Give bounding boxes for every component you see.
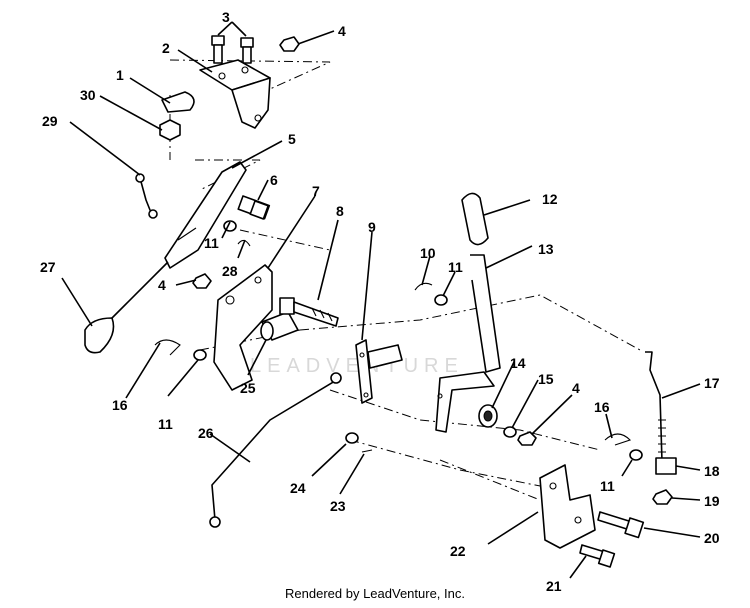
control-lever-part (435, 254, 501, 433)
nut-part (192, 273, 212, 289)
callout-20: 20 (704, 530, 720, 546)
callout-21: 21 (546, 578, 562, 594)
link-rod-part (645, 351, 666, 463)
callout-7: 7 (312, 183, 320, 199)
assembly-lines (169, 59, 641, 501)
swivel-part (655, 457, 677, 475)
callout-1: 1 (116, 67, 124, 83)
lower-bracket-part (539, 464, 596, 549)
callout-14: 14 (510, 355, 526, 371)
hairpin-part (154, 339, 181, 356)
callout-30: 30 (80, 87, 96, 103)
callout-11: 11 (204, 235, 219, 251)
callout-26: 26 (198, 425, 214, 441)
hex-bolt-part (579, 544, 616, 568)
long-bolt-part (279, 297, 339, 327)
control-rod-part (209, 372, 342, 528)
parts (84, 35, 677, 568)
callout-labels: 1 2 3 4 4 4 5 6 7 8 9 10 11 11 11 11 12 … (40, 9, 720, 594)
callout-24: 24 (290, 480, 306, 496)
clip-part (161, 91, 195, 113)
callout-28: 28 (222, 263, 238, 279)
spacer-part (260, 311, 299, 341)
watermark: LEADVENTURE (250, 355, 464, 377)
nut-part (517, 431, 537, 446)
rod-part (139, 177, 153, 216)
mounting-plate-part (355, 339, 403, 404)
callout-6: 6 (270, 172, 278, 188)
callout-15: 15 (538, 371, 554, 387)
pedal-bracket-part (213, 264, 273, 391)
callout-16: 16 (594, 399, 610, 415)
callout-2: 2 (162, 40, 170, 56)
footer-credit: Rendered by LeadVenture, Inc. (285, 586, 465, 601)
lever-knob-part (461, 192, 489, 246)
callout-13: 13 (538, 241, 554, 257)
callout-4: 4 (572, 380, 580, 396)
washer-part (193, 349, 207, 361)
callout-22: 22 (450, 543, 466, 559)
callout-16: 16 (112, 397, 128, 413)
callout-8: 8 (336, 203, 344, 219)
callout-17: 17 (704, 375, 720, 391)
callout-11: 11 (158, 416, 173, 432)
washer-part (503, 426, 517, 438)
washer-part (345, 432, 359, 444)
callout-25: 25 (240, 380, 256, 396)
callout-18: 18 (704, 463, 720, 479)
callout-10: 10 (420, 245, 436, 261)
nut-part (652, 489, 673, 505)
shoulder-bolt-part (237, 195, 271, 220)
pedal-arm-part (111, 161, 247, 319)
callout-5: 5 (288, 131, 296, 147)
bolt-pair-part (211, 35, 254, 64)
spring-pin-part (414, 282, 433, 291)
callout-3: 3 (222, 9, 230, 25)
nut-part (279, 36, 300, 52)
hex-bolt-part (597, 511, 645, 539)
callout-23: 23 (330, 498, 346, 514)
hairpin-part (604, 433, 632, 446)
callout-29: 29 (42, 113, 58, 129)
washer-part (629, 449, 643, 461)
callout-11: 11 (600, 478, 615, 494)
callout-11: 11 (448, 259, 463, 275)
callout-4: 4 (158, 277, 166, 293)
leader-lines (61, 21, 701, 579)
callout-27: 27 (40, 259, 56, 275)
lock-nut-part (159, 119, 181, 141)
washer-part (434, 294, 448, 306)
callout-4: 4 (338, 23, 346, 39)
callout-12: 12 (542, 191, 558, 207)
pedal-pad-part (84, 317, 115, 354)
callout-9: 9 (368, 219, 376, 235)
callout-19: 19 (704, 493, 720, 509)
bracket-part (199, 59, 271, 129)
cotter-pin-part (361, 449, 373, 453)
